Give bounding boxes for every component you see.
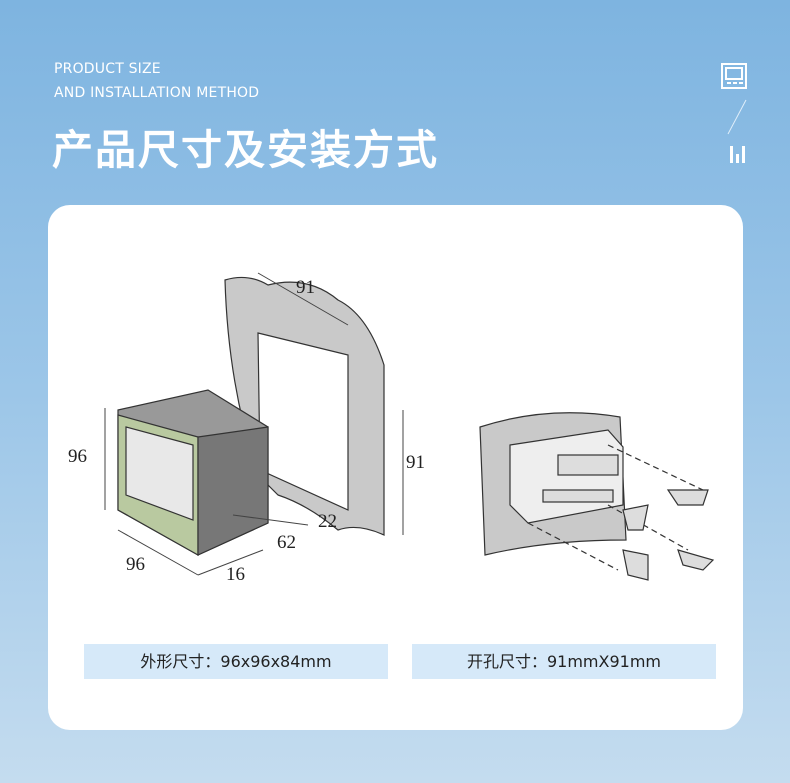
monitor-icon [721,63,747,89]
dim-front-height: 96 [68,446,87,467]
cutout-size-caption: 开孔尺寸：91mmX91mm [412,644,716,679]
dim-cutout-height: 91 [406,452,425,473]
decor-icons [721,63,747,163]
rear-install-drawing [479,412,715,581]
installation-diagram: 91 91 96 96 16 62 22 [68,272,715,585]
divider-slash [727,99,747,135]
page-title: 产品尺寸及安装方式 [52,126,439,174]
dimension-lines [104,272,404,576]
dim-bezel-depth: 16 [226,564,245,585]
subtitle-line1: PRODUCT SIZE [54,61,161,77]
dim-cutout-width: 91 [296,277,315,298]
meter-drawing [117,389,269,557]
content-card: 91 91 96 96 16 62 22 外形尺寸：96x96x84mm 开孔尺… [48,205,743,730]
dim-rear-depth: 22 [318,511,337,532]
subtitle-line2: AND INSTALLATION METHOD [54,85,260,101]
outer-size-caption: 外形尺寸：96x96x84mm [84,644,388,679]
dim-front-width: 96 [126,554,145,575]
dim-body-depth: 62 [277,532,296,553]
bars-icon [730,146,745,163]
